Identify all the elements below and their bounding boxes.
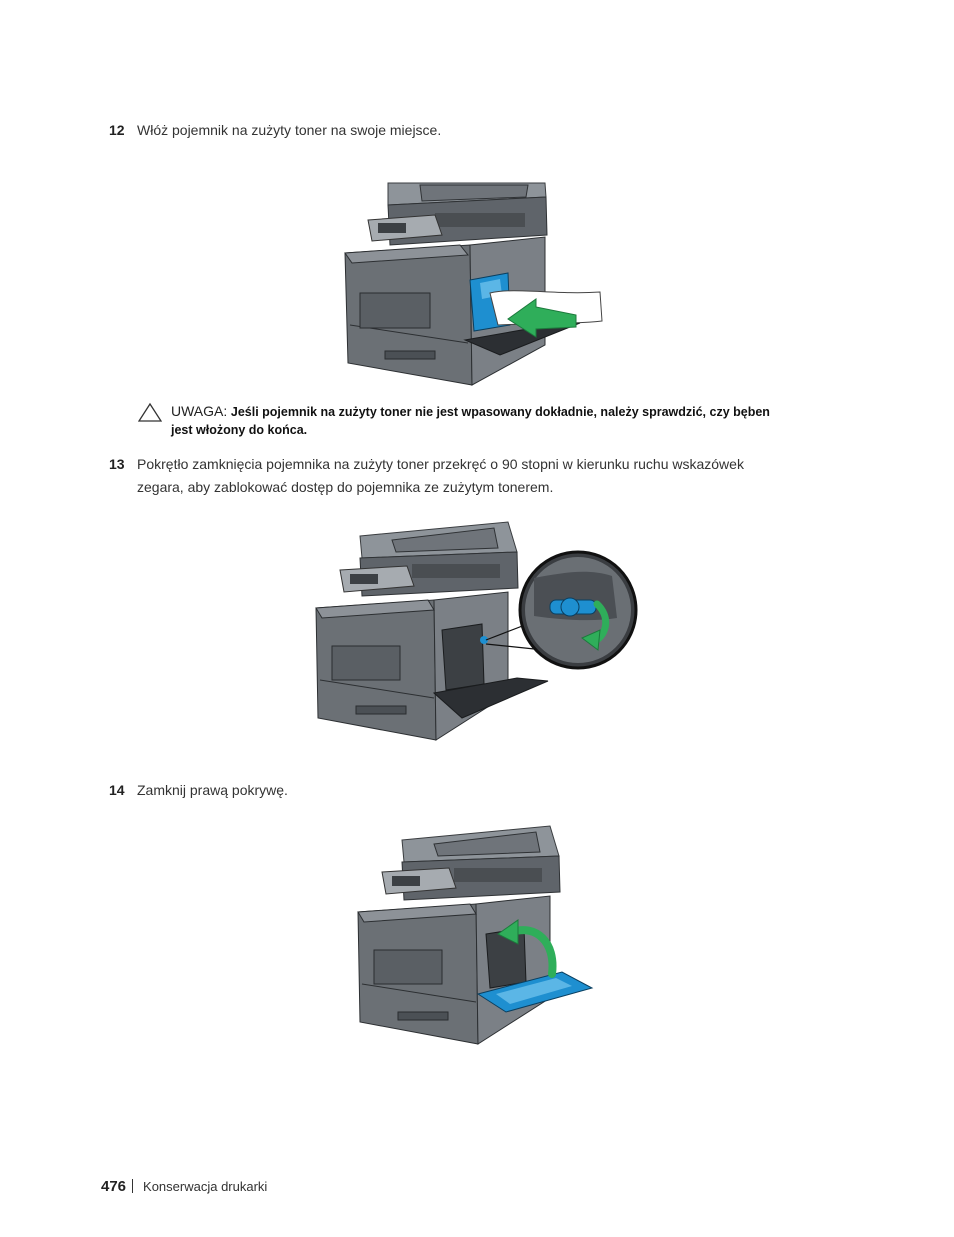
page-footer: 476 Konserwacja drukarki <box>101 1178 267 1195</box>
step-number: 14 <box>109 782 125 798</box>
section-title: Konserwacja drukarki <box>143 1179 268 1194</box>
note-label: UWAGA: <box>171 403 228 419</box>
step-13: 13 Pokrętło zamknięcia pojemnika na zuży… <box>109 453 869 499</box>
printer-lock-knob-illustration <box>315 521 638 741</box>
printer-close-right-cover-illustration <box>357 825 594 1045</box>
step-number: 13 <box>109 456 125 472</box>
page-number: 476 <box>101 1178 127 1195</box>
caution-triangle-icon <box>138 402 162 422</box>
step-text: Zamknij prawą pokrywę. <box>137 782 288 798</box>
step-14: 14 Zamknij prawą pokrywę. <box>109 779 869 802</box>
step-number: 12 <box>109 122 125 138</box>
footer-divider <box>132 1179 134 1193</box>
printer-insert-waste-toner-illustration <box>344 182 603 386</box>
step-text: Włóż pojemnik na zużyty toner na swoje m… <box>137 122 442 138</box>
note-body-line-2: jest włożony do końca. <box>171 423 308 437</box>
step-text-line-1: Pokrętło zamknięcia pojemnika na zużyty … <box>137 456 744 472</box>
note-body-line-1: Jeśli pojemnik na zużyty toner nie jest … <box>230 405 770 419</box>
step-12: 12 Włóż pojemnik na zużyty toner na swoj… <box>109 119 869 142</box>
step-text-line-2: zegara, aby zablokować dostęp do pojemni… <box>137 479 554 495</box>
